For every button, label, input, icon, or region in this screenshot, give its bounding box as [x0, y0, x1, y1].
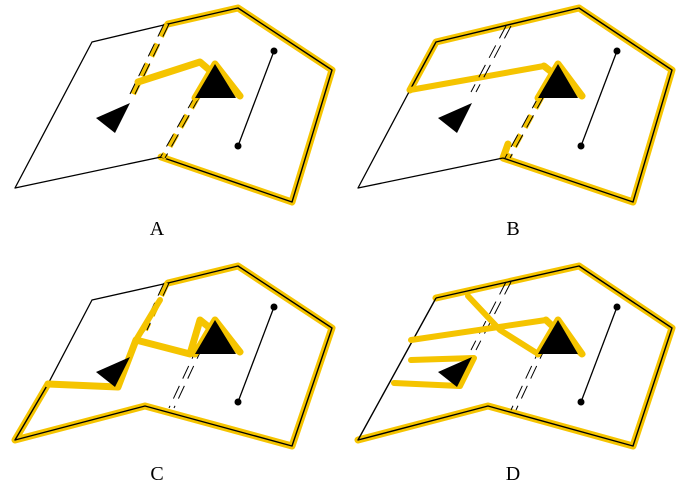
panel-d-segment: [580, 306, 618, 403]
panel-d-segment-endpoint-top: [613, 303, 621, 311]
panel-d-band-upper: [408, 317, 549, 343]
panel-c: C: [11, 262, 336, 485]
panel-c-segment-endpoint-bottom: [234, 398, 242, 406]
panel-d-band-lower: [391, 355, 477, 389]
panel-b-label: B: [506, 218, 519, 240]
panel-b-segment-endpoint-top: [613, 47, 621, 55]
panel-d-arrow-left: [438, 357, 472, 387]
panel-a-segment-endpoint-top: [270, 47, 278, 55]
panel-b-arrow-left: [438, 103, 472, 133]
panel-b-segment-endpoint-bottom: [577, 142, 585, 150]
panel-d-path-cross: [465, 293, 538, 355]
panel-a-highlight-region: [157, 4, 336, 206]
panel-d-highlight-region: [354, 262, 676, 450]
panel-b: B: [357, 4, 676, 240]
panel-a: A: [14, 4, 336, 240]
panel-c-path: [44, 316, 244, 391]
panel-a-path: [134, 58, 244, 102]
panel-d-segment-endpoint-bottom: [577, 398, 585, 406]
panel-b-left-outline: [357, 89, 504, 189]
panel-a-gap-line: [129, 22, 201, 160]
panel-c-path-cross: [133, 297, 163, 343]
panel-a-region-outline: [160, 7, 333, 203]
panel-c-left-outline: [47, 282, 169, 385]
panel-c-arrow-left: [96, 357, 130, 387]
panel-d-arrow-right: [538, 320, 578, 354]
panel-c-arrow-right: [195, 320, 236, 354]
panel-a-arrow-right: [195, 64, 236, 98]
panel-c-region-outline: [14, 265, 333, 447]
panel-c-segment-endpoint-top: [270, 303, 278, 311]
panel-d-label: D: [506, 463, 520, 485]
panel-a-left-outline: [14, 23, 169, 189]
panel-a-segment-endpoint-bottom: [234, 142, 242, 150]
panel-a-arrow-left: [96, 103, 130, 133]
panel-b-gap-line: [470, 25, 545, 160]
panel-b-band: [407, 63, 547, 93]
panel-b-region-outline: [409, 7, 673, 203]
panel-a-segment: [237, 50, 275, 147]
panel-b-highlight-region: [406, 4, 676, 206]
panel-d-gap-line: [470, 281, 547, 411]
panel-a-label: A: [150, 218, 165, 240]
panel-d: D: [354, 262, 676, 485]
panel-c-label: C: [150, 463, 163, 485]
panel-b-segment: [580, 50, 618, 147]
panel-c-segment: [237, 306, 275, 403]
panel-d-region-outline: [357, 265, 673, 447]
panel-b-arrow-right: [538, 64, 578, 98]
